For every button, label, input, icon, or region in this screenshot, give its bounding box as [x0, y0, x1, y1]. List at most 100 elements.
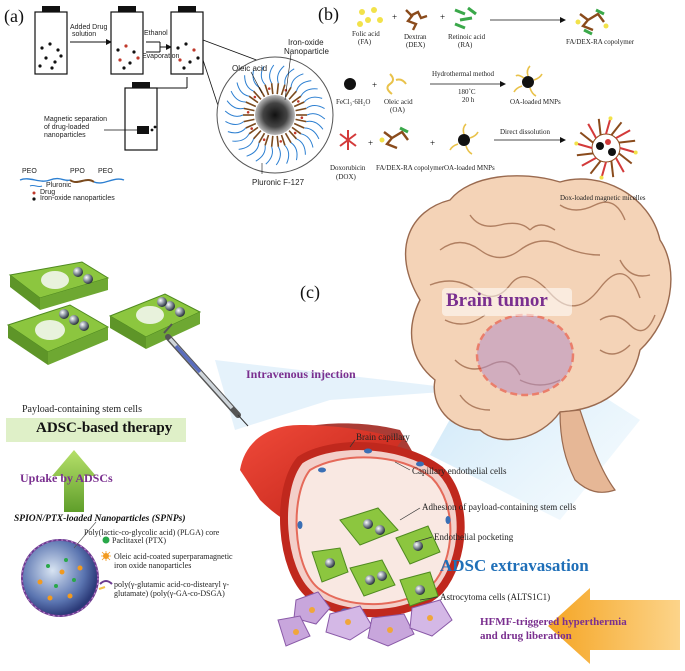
- astrocytoma-cells: [277, 591, 453, 647]
- svg-text:+: +: [440, 12, 445, 22]
- ptx-legend-dot: [102, 536, 110, 544]
- pluronic-legend: Pluronic: [46, 182, 72, 189]
- copolymer-icon-2: [379, 126, 409, 150]
- panel-c-letter: (c): [300, 282, 320, 302]
- copolymer-label: FA/DEX-RA copolymer: [566, 38, 635, 46]
- endothelial-cells-label: Capillary endothelial cells: [412, 466, 507, 476]
- added-drug-label: Added Drug: [70, 24, 108, 31]
- folic-acid-label: Folic acid: [352, 30, 380, 38]
- spnps-label: SPION/PTX-loaded Nanoparticles (SPNPs): [14, 514, 186, 524]
- ppo-label: PPO: [70, 168, 85, 175]
- drug-legend: Drug: [40, 189, 56, 196]
- brain-tumor-label: Brain tumor: [446, 290, 548, 311]
- retinoic-label: Retinoic acid: [448, 33, 486, 41]
- np-legend-dot: [32, 197, 36, 201]
- poly-label-2: glutamate) (poly(γ-GA-co-DSGA): [114, 589, 225, 598]
- oleic-np-label-2: iron oxide nanoparticles: [114, 561, 192, 570]
- plga-label: Poly(lactic-co-glycolic acid) (PLGA) cor…: [84, 528, 220, 537]
- tube-4: [124, 87, 158, 151]
- brain-capillary-label: Brain capillary: [356, 432, 410, 442]
- evaporation-label: Evaporation: [142, 53, 180, 60]
- iron-oxide-label: Iron-oxide: [288, 38, 324, 47]
- dox-micelle-icon: [574, 116, 638, 180]
- syringe: [163, 323, 249, 427]
- uptake-arrow: [52, 450, 96, 512]
- astrocytoma-label: Astrocytoma cells (ALTS1C1): [440, 592, 551, 602]
- oa-mnps-label: OA-loaded MNPs: [510, 98, 561, 106]
- doxorubicin-label: Doxorubicin: [330, 164, 366, 172]
- direct-dissolution-label: Direct dissolution: [500, 128, 550, 136]
- fecl3-label: FeCl₃·6H₂O: [336, 98, 371, 106]
- magnetic-separation-label-3: nanoparticles: [44, 132, 86, 139]
- svg-text:+: +: [392, 12, 397, 22]
- drug-dots: [38, 42, 63, 70]
- callout-lines: [349, 439, 439, 601]
- extravasation-label: ADSC extravasation: [440, 556, 589, 575]
- drug-dots-3: [176, 42, 200, 70]
- panel-b-letter: (b): [318, 4, 339, 24]
- oleic-np-legend-icon: [101, 551, 111, 561]
- oa-mnps-label-2: OA-loaded MNPs: [444, 164, 495, 172]
- oa-label: (OA): [390, 106, 405, 114]
- copolymer-icon: [575, 8, 609, 36]
- brain-stem: [559, 409, 616, 493]
- hfmf-label-1: HFMF-triggered hyperthermia: [480, 616, 627, 628]
- copolymer-label-2: FA/DEX-RA copolymer: [376, 164, 445, 172]
- iron-np-legend: Iron-oxide nanoparticles: [40, 195, 115, 202]
- spnp-sphere: [21, 539, 99, 617]
- svg-text:+: +: [430, 138, 435, 148]
- adsc-in-vessel: [311, 507, 441, 607]
- magnetic-separation-label-2: of drug-loaded: [44, 124, 90, 131]
- tube-2: [110, 11, 144, 75]
- dox-micelles-label: Dox-loaded magnetic micelles: [560, 194, 646, 202]
- hfmf-arrow: [548, 588, 680, 664]
- dex-label: (DEX): [406, 41, 426, 49]
- magnet: [137, 126, 149, 134]
- oleic-label-b: Oleic acid: [384, 98, 413, 106]
- poly-label-1: poly(γ-glutamic acid-co-distearyl γ-: [114, 580, 230, 589]
- injection-cone: [215, 360, 470, 430]
- svg-text:+: +: [368, 138, 373, 148]
- magnetic-separation-label-1: Magnetic separation: [44, 116, 108, 123]
- doxorubicin-icon: [339, 130, 357, 150]
- tumor-region: [475, 313, 575, 397]
- panel-a-letter: (a): [4, 6, 24, 26]
- svg-text:+: +: [372, 80, 377, 90]
- intravenous-label: Intravenous injection: [246, 367, 356, 381]
- brain-illustration: [404, 175, 672, 493]
- solution-label: solution: [72, 31, 97, 38]
- oleic-np-label-1: Oleic acid-coated superparamagnetic: [114, 552, 233, 561]
- hydrothermal-label: Hydrothermal method: [432, 70, 495, 78]
- oa-mnp-icon: [513, 65, 543, 97]
- time-label: 20 h: [462, 96, 475, 104]
- nanoparticle-label: Nanoparticle: [284, 47, 329, 56]
- oleic-acid-label: Oleic acid: [232, 64, 268, 73]
- temp-label: 180˚C: [458, 88, 476, 96]
- fa-label: (FA): [358, 38, 372, 46]
- blood-vessel: [240, 423, 465, 647]
- spnp-particle: [21, 521, 113, 617]
- fecl3-icon: [344, 78, 356, 90]
- micelle-chains: [224, 64, 326, 166]
- poly-legend-icon: [99, 580, 113, 585]
- pluronic-f127-label: Pluronic F-127: [252, 178, 305, 187]
- peo-label-left: PEO: [22, 168, 37, 175]
- panel-a-drawing: [19, 6, 334, 201]
- folic-acid-icon: [357, 7, 383, 27]
- peo-chain: [19, 177, 71, 182]
- adsc-therapy-label: ADSC-based therapy: [36, 420, 173, 436]
- stem-cells: [6, 261, 202, 365]
- oleic-acid-icon: [386, 73, 407, 95]
- iron-oxide-core: [255, 95, 295, 135]
- uptake-label: Uptake by ADSCs: [20, 471, 113, 485]
- dextran-label: Dextran: [404, 33, 427, 41]
- ethanol-label: Ethanol: [144, 30, 168, 37]
- hfmf-label-2: and drug liberation: [480, 630, 572, 642]
- panel-b-drawing: + + + +: [339, 6, 638, 180]
- ra-label: (RA): [458, 41, 473, 49]
- ptx-label: Paclitaxel (PTX): [112, 536, 166, 545]
- tube-cap: [42, 6, 60, 12]
- dextran-icon: [405, 9, 428, 31]
